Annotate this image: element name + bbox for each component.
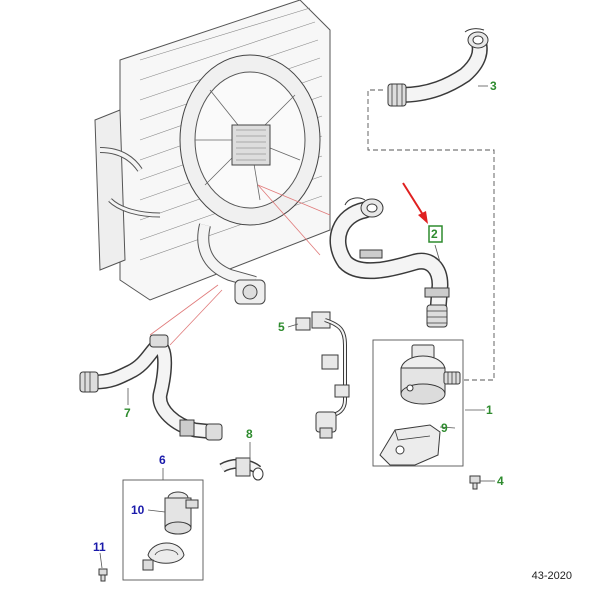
callout-2: 2 [431,227,438,241]
callout-8: 8 [246,427,253,441]
auxiliary-pump-part-10 [164,491,199,535]
callout-2-highlight-box [428,225,443,243]
callout-5: 5 [278,320,285,334]
lower-hose-part-7 [79,334,223,441]
wiring-harness-part-5 [295,311,350,439]
bolt-part-11 [98,568,108,582]
detail-leader-lines [149,184,331,346]
pump-clamp-bracket [142,542,185,571]
callout-4: 4 [497,474,504,488]
radiator-fan-assembly [94,0,331,305]
coolant-hose-part-2 [329,197,450,328]
callout-11: 11 [93,540,106,554]
diagram-reference-code: 43-2020 [531,570,572,582]
connector-fitting-part-8 [219,457,264,481]
callout-7: 7 [124,406,131,420]
callout-labels: 1 2 3 4 5 6 7 8 9 10 11 [93,79,504,554]
red-arrow-indicator [402,182,428,224]
assembly-box-part-6 [122,479,204,581]
callout-9: 9 [441,421,448,435]
assembly-box-part-1 [372,339,464,467]
callout-3: 3 [490,79,497,93]
callout-leader-lines [99,85,495,569]
callout-6: 6 [159,453,166,467]
pump-bracket-part-9 [379,424,441,466]
callout-10: 10 [131,503,145,517]
callout-1: 1 [486,403,493,417]
assembly-connection-dashed-line [367,89,495,381]
electric-water-pump-part-1 [400,344,461,405]
bolt-part-4 [469,475,481,490]
upper-hose-part-3 [387,28,489,107]
